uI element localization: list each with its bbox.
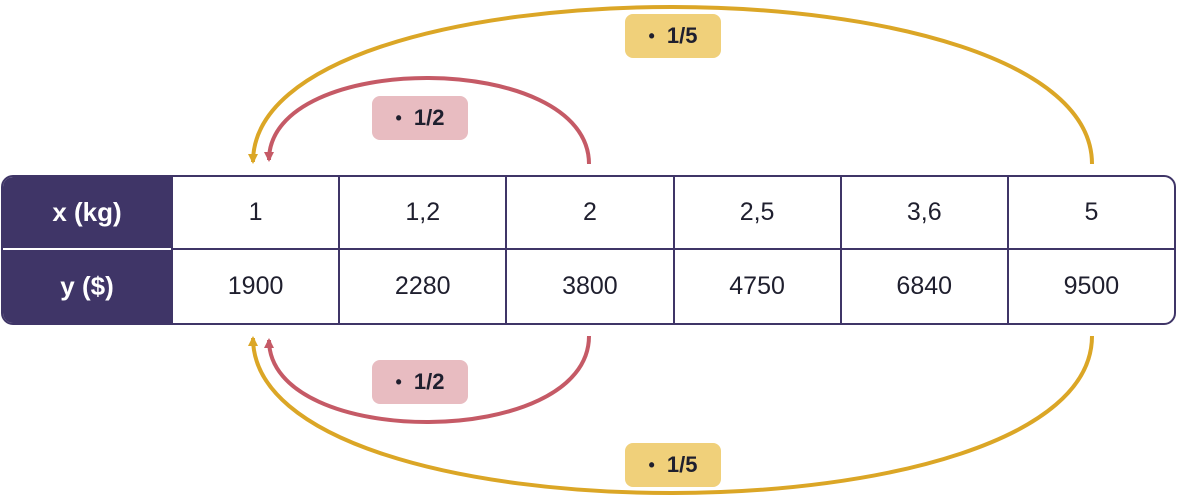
top-outer-label: 1/5 (666, 23, 698, 48)
y-cell: 4750 (672, 250, 840, 323)
y-cell: 6840 (839, 250, 1007, 323)
bottom-inner-label: 1/2 (413, 369, 445, 394)
x-cell: 1,2 (338, 177, 506, 250)
x-cell: 5 (1006, 177, 1174, 250)
top-outer-badge: • 1/5 (625, 14, 721, 58)
y-row-header: y ($) (3, 250, 171, 323)
top-inner-arrow (264, 76, 591, 165)
proportion-table: x (kg) 1 1,2 2 2,5 3,6 5 y ($) 1900 2280… (1, 175, 1176, 325)
bottom-inner-badge: • 1/2 (372, 360, 468, 404)
x-row-header: x (kg) (3, 177, 171, 250)
bottom-outer-label: 1/5 (666, 452, 698, 477)
top-inner-badge: • 1/2 (372, 96, 468, 140)
x-cell: 2,5 (672, 177, 840, 250)
y-cell: 3800 (505, 250, 672, 323)
top-inner-label: 1/2 (413, 105, 445, 130)
bottom-outer-badge: • 1/5 (625, 443, 721, 487)
x-cell: 3,6 (839, 177, 1007, 250)
y-cell: 1900 (171, 250, 338, 323)
multiply-dot: • (395, 107, 402, 128)
x-cell: 2 (505, 177, 673, 250)
y-cell: 2280 (338, 250, 505, 323)
bottom-inner-arrow (264, 335, 591, 424)
x-cell: 1 (171, 177, 339, 250)
multiply-dot: • (648, 454, 655, 475)
multiply-dot: • (648, 25, 655, 46)
top-outer-arrow (248, 5, 1094, 165)
bottom-outer-arrow (248, 335, 1094, 495)
multiply-dot: • (395, 371, 402, 392)
y-cell: 9500 (1006, 250, 1174, 323)
